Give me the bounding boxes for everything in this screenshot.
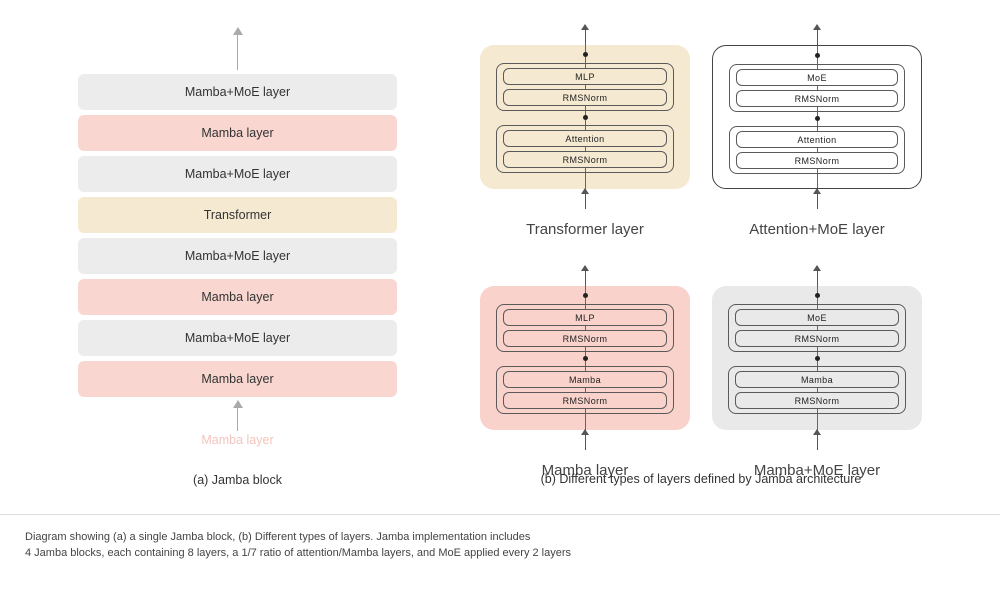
layer-type-mamba-moe: MoE RMSNorm Mamba RMSNorm Mamba+MoE laye…	[712, 265, 922, 479]
caption-b: (b) Different types of layers defined by…	[540, 472, 862, 486]
rmsnorm-block: RMSNorm	[503, 392, 667, 409]
layer-type-card: MLP RMSNorm Attention RMSNorm	[480, 45, 690, 189]
layer-type-card: MLP RMSNorm Mamba RMSNorm	[480, 286, 690, 430]
input-flow-arrow-icon	[813, 188, 821, 209]
residual-group: MoE RMSNorm	[729, 64, 905, 112]
layer-row-label: Mamba layer	[201, 126, 274, 140]
layer-row-mamba: Mamba layer	[78, 115, 397, 151]
layer-types-grid: MLP RMSNorm Attention RMSNorm Transforme…	[480, 24, 922, 479]
layer-row-mamba-moe: Mamba+MoE layer	[78, 320, 397, 356]
layer-type-card: MoE RMSNorm Mamba RMSNorm	[712, 286, 922, 430]
layer-stack: Mamba+MoE layer Mamba layer Mamba+MoE la…	[78, 74, 397, 397]
input-flow-arrow-icon	[581, 188, 589, 209]
layer-row-mamba: Mamba layer	[78, 361, 397, 397]
rmsnorm-block: RMSNorm	[736, 90, 898, 107]
residual-group: MoE RMSNorm	[728, 304, 906, 352]
layer-row-transformer: Transformer	[78, 197, 397, 233]
layer-row-label: Mamba+MoE layer	[184, 249, 291, 263]
rmsnorm-block: RMSNorm	[735, 392, 899, 409]
residual-dot	[814, 293, 820, 298]
input-flow-arrow-icon	[581, 429, 589, 450]
arrowhead-icon	[813, 188, 821, 194]
layer-row-label: Mamba layer	[201, 372, 274, 386]
output-flow-arrow-icon	[813, 24, 821, 45]
layer-row-label: Transformer	[203, 208, 272, 222]
mamba-block: Mamba	[503, 371, 667, 388]
layer-type-card: MoE RMSNorm Attention RMSNorm	[712, 45, 922, 189]
layer-row-label: Mamba+MoE layer	[184, 167, 291, 181]
figure-caption: Diagram showing (a) a single Jamba block…	[25, 530, 571, 562]
figure-caption-line1: Diagram showing (a) a single Jamba block…	[25, 531, 531, 543]
residual-dot	[582, 356, 588, 361]
residual-group: MLP RMSNorm	[496, 304, 674, 352]
residual-group: Attention RMSNorm	[729, 126, 905, 174]
input-flow-arrow-icon	[232, 400, 243, 431]
rmsnorm-block: RMSNorm	[735, 330, 899, 347]
layer-row-mamba-moe: Mamba+MoE layer	[78, 238, 397, 274]
moe-block: MoE	[736, 69, 898, 86]
residual-group: Mamba RMSNorm	[496, 366, 674, 414]
card-label: Mamba layer	[541, 462, 629, 479]
card-label: Attention+MoE layer	[749, 221, 885, 238]
layer-row-label: Mamba+MoE layer	[184, 85, 291, 99]
arrowhead-icon	[232, 27, 243, 35]
output-flow-arrow-icon	[581, 265, 589, 286]
rmsnorm-block: RMSNorm	[503, 151, 667, 168]
arrowhead-icon	[813, 265, 821, 271]
divider	[0, 514, 1000, 515]
residual-dot	[814, 116, 820, 121]
residual-dot	[814, 356, 820, 361]
residual-group: MLP RMSNorm	[496, 63, 674, 111]
arrowhead-icon	[813, 429, 821, 435]
layer-type-mamba: MLP RMSNorm Mamba RMSNorm Mamba layer	[480, 265, 690, 479]
figure-caption-line2: 4 Jamba blocks, each containing 8 layers…	[25, 546, 572, 559]
mamba-block: Mamba	[735, 371, 899, 388]
rmsnorm-block: RMSNorm	[503, 89, 667, 106]
residual-dot	[582, 115, 588, 120]
attention-block: Attention	[736, 131, 898, 148]
attention-block: Attention	[503, 130, 667, 147]
card-label: Mamba+MoE layer	[753, 462, 881, 479]
layer-row-mamba-moe: Mamba+MoE layer	[78, 74, 397, 110]
rmsnorm-block: RMSNorm	[503, 330, 667, 347]
residual-dot	[582, 293, 588, 298]
rmsnorm-block: RMSNorm	[736, 152, 898, 169]
moe-block: MoE	[735, 309, 899, 326]
jamba-block-diagram: Mamba+MoE layer Mamba layer Mamba+MoE la…	[78, 27, 397, 487]
output-flow-arrow-icon	[232, 27, 243, 70]
layer-row-mamba: Mamba layer	[78, 279, 397, 315]
residual-group: Attention RMSNorm	[496, 125, 674, 173]
layer-row-label: Mamba layer	[201, 290, 274, 304]
residual-group: Mamba RMSNorm	[728, 366, 906, 414]
arrowhead-icon	[581, 188, 589, 194]
layer-row-mamba-moe: Mamba+MoE layer	[78, 156, 397, 192]
residual-dot	[814, 53, 820, 58]
layer-type-attention-moe: MoE RMSNorm Attention RMSNorm Attention+…	[712, 24, 922, 238]
arrowhead-icon	[581, 265, 589, 271]
output-flow-arrow-icon	[581, 24, 589, 45]
arrowhead-icon	[581, 429, 589, 435]
mlp-block: MLP	[503, 68, 667, 85]
residual-dot	[582, 52, 588, 57]
layer-row-label: Mamba+MoE layer	[184, 331, 291, 345]
output-flow-arrow-icon	[813, 265, 821, 286]
arrowhead-icon	[581, 24, 589, 30]
caption-a: (a) Jamba block	[193, 473, 282, 487]
input-flow-arrow-icon	[813, 429, 821, 450]
card-label: Transformer layer	[526, 221, 644, 238]
layer-type-transformer: MLP RMSNorm Attention RMSNorm Transforme…	[480, 24, 690, 238]
ghost-layer-label: Mamba layer	[201, 433, 274, 447]
arrowhead-icon	[232, 400, 243, 408]
mlp-block: MLP	[503, 309, 667, 326]
arrowhead-icon	[813, 24, 821, 30]
